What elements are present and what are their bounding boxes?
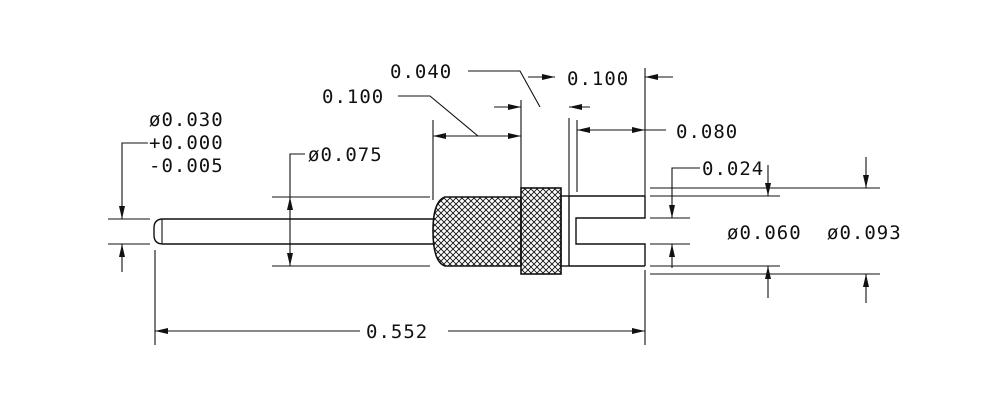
dimension-lines (119, 70, 869, 334)
dimension-labels: ø0.030 +0.000 -0.005 ø0.075 0.100 0.040 … (149, 61, 902, 343)
cup-length-label: 0.100 (567, 68, 629, 90)
extension-lines (108, 68, 880, 345)
pin-tip (153, 218, 435, 245)
cup-inner-diameter-label: ø0.060 (727, 222, 802, 244)
shank-diameter-label: ø0.075 (308, 144, 383, 166)
tip-tolerance-plus-label: +0.000 (149, 132, 224, 154)
pin-part (153, 187, 646, 275)
collar (520, 187, 562, 275)
cup-outer-diameter-label: ø0.093 (827, 222, 902, 244)
knurl-length-label: 0.100 (322, 86, 384, 108)
collar-length-label: 0.040 (390, 61, 452, 83)
slot-length-label: 0.080 (676, 121, 738, 143)
slot-width-label: 0.024 (702, 158, 764, 180)
overall-length-label: 0.552 (366, 321, 428, 343)
knurled-body (432, 196, 522, 267)
tip-tolerance-minus-label: -0.005 (149, 155, 224, 177)
tip-diameter-label: ø0.030 (149, 109, 224, 131)
solder-cup (569, 195, 646, 267)
